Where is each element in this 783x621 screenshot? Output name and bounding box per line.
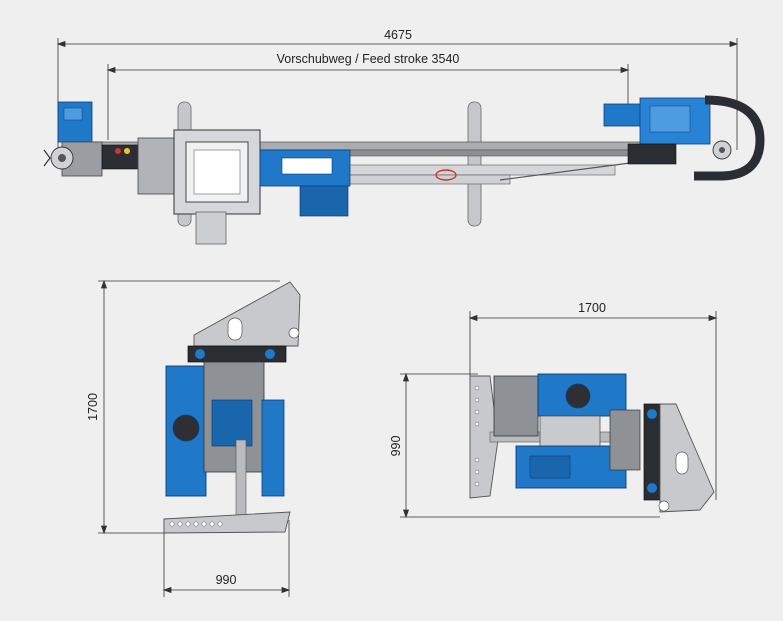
cable-chain [694, 95, 765, 181]
side-view [469, 373, 715, 513]
dim-front-width [162, 520, 291, 597]
dim-front-height [98, 279, 280, 535]
front-bracket-plate [193, 281, 301, 347]
front-base-plate [163, 511, 291, 534]
front-view [163, 281, 301, 534]
red-hose-loop [435, 169, 457, 181]
front-guide [101, 144, 139, 170]
carriage-left [137, 137, 179, 195]
support-post-right [467, 101, 482, 227]
feed-stroke-label: Vorschubweg / Feed stroke 3540 [277, 52, 460, 66]
hydraulic-line [499, 162, 631, 181]
red-indicator [115, 148, 121, 154]
side-width-label: 1700 [578, 301, 606, 315]
front-width-label: 990 [216, 573, 237, 587]
rear-guide [627, 143, 677, 165]
carriage-foot [195, 211, 227, 245]
feed-cylinder [339, 174, 511, 185]
side-height-label: 990 [389, 436, 403, 457]
overall-length-label: 4675 [384, 28, 412, 42]
side-base-plate [469, 375, 499, 499]
top-view-feed-beam [43, 95, 765, 245]
dim-feed-stroke [106, 64, 630, 140]
dim-side-height [400, 372, 660, 519]
front-motor-right [261, 399, 285, 497]
front-height-label: 1700 [86, 393, 100, 421]
yellow-indicator [124, 148, 130, 154]
front-mast [235, 439, 247, 521]
dim-side-width [468, 311, 718, 500]
